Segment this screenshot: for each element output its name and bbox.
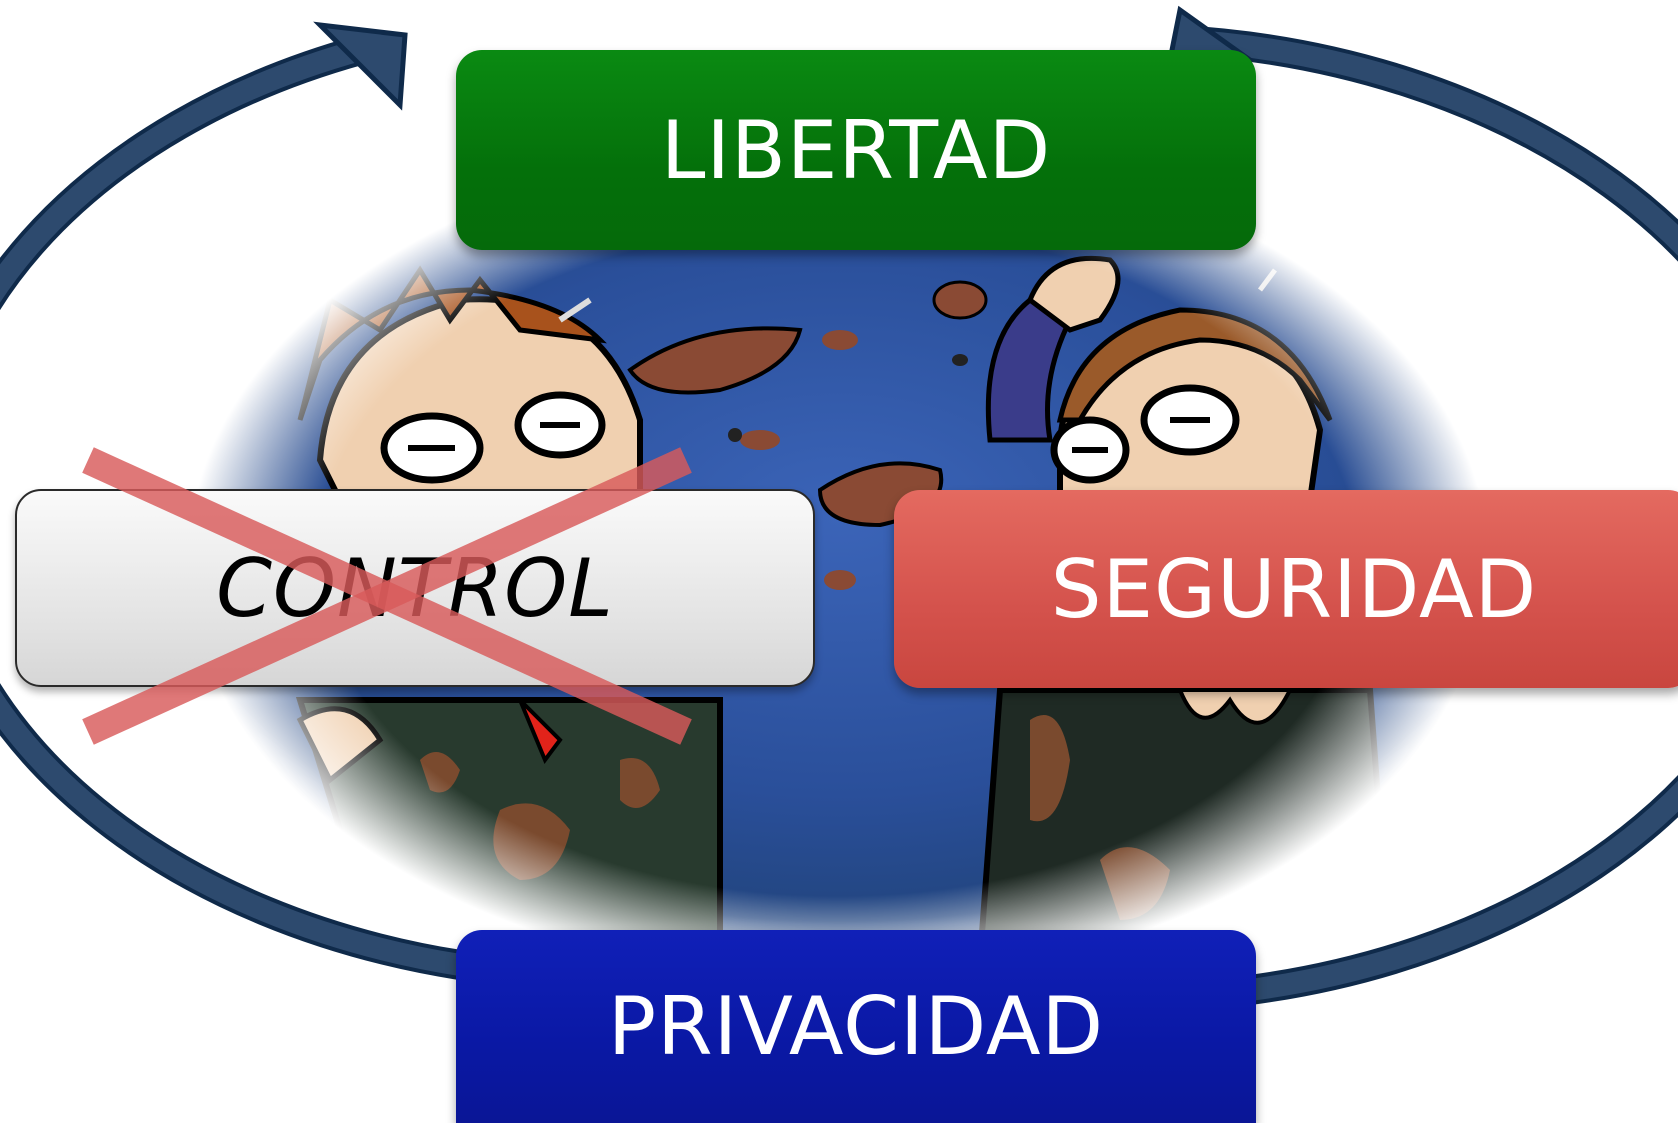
control-label: CONTROL xyxy=(216,541,614,635)
seguridad-label: SEGURIDAD xyxy=(1050,542,1538,636)
privacidad-label: PRIVACIDAD xyxy=(607,980,1105,1073)
privacidad-box: PRIVACIDAD xyxy=(456,930,1256,1123)
control-box: CONTROL xyxy=(15,489,815,687)
illustration-right-man xyxy=(976,255,1394,963)
seguridad-box: SEGURIDAD xyxy=(894,490,1678,688)
libertad-label: LIBERTAD xyxy=(660,103,1052,197)
libertad-box: LIBERTAD xyxy=(456,50,1256,250)
